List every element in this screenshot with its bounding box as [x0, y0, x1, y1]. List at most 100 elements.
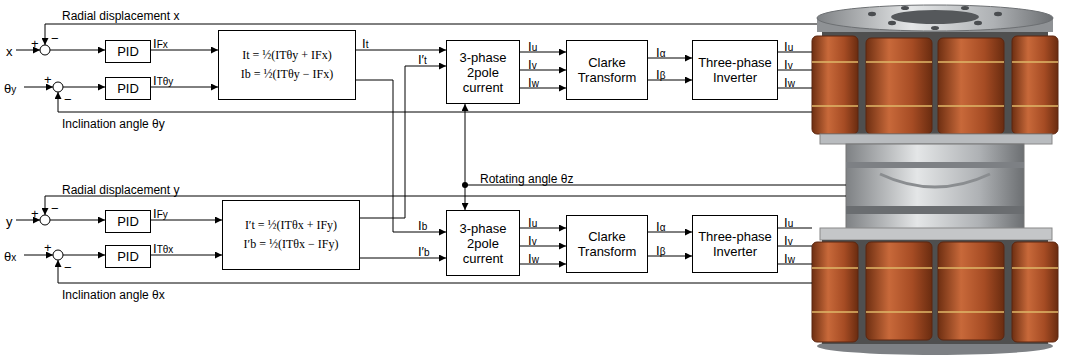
pid-controller: PID	[105, 210, 151, 233]
label-box: +	[31, 204, 39, 222]
impeller-vane	[880, 174, 990, 187]
signal-connector	[520, 246, 566, 247]
coil	[1012, 36, 1058, 134]
bolt-holes	[868, 6, 1002, 30]
signal-connector	[360, 66, 446, 218]
edge-label-box: Iu	[528, 213, 537, 231]
label-box: Iu	[784, 213, 793, 231]
motor-illustration	[812, 5, 1058, 355]
node-text: PID	[110, 249, 146, 264]
coil-stripes	[812, 268, 1058, 312]
pole-tips	[820, 228, 1052, 240]
input-symbol: θx	[4, 250, 16, 265]
bolt-hole	[974, 21, 982, 25]
current-label: Iv	[528, 234, 537, 249]
sign-symbol: −	[51, 202, 59, 216]
signal-connector	[360, 258, 446, 259]
label-box: Iw	[784, 73, 795, 91]
label-box: Iu	[784, 37, 793, 55]
sign-symbol: −	[64, 93, 72, 107]
clarke-transform-block: Clarke Transform	[566, 215, 648, 273]
current-label: Iα	[656, 220, 665, 235]
inverter-block: Three-phase Inverter	[692, 40, 778, 100]
signal-connector	[648, 58, 692, 59]
rotor	[846, 144, 1024, 230]
current-label: It	[362, 37, 368, 52]
summing-junction	[40, 45, 50, 55]
rotating-angle-wire	[465, 185, 466, 210]
bolt-hole	[868, 12, 876, 16]
signal-connector	[356, 50, 446, 51]
node-text: Ib = ½(ITθy − IFx)	[223, 65, 351, 84]
clarke-transform-block: Clarke Transform	[566, 40, 648, 100]
edge-label-box: I′t	[418, 50, 427, 68]
edge-label-box: Iw	[528, 249, 539, 267]
label-box: −	[64, 258, 72, 276]
label-box: x	[6, 42, 13, 60]
current-label: IFy	[153, 207, 168, 222]
inverter-block: Three-phase Inverter	[692, 215, 778, 273]
label-box: +	[44, 238, 52, 256]
sign-symbol: +	[44, 73, 52, 87]
edge-label-box: I′b	[418, 242, 430, 260]
signal-label: Rotating angle θz	[480, 172, 573, 186]
label-box: y	[6, 212, 13, 230]
upper-coils	[812, 36, 1058, 134]
error-wire	[63, 87, 105, 88]
edge-label-box: Iα	[656, 43, 665, 61]
current-label: Iβ	[656, 68, 665, 83]
label-box: −	[64, 90, 72, 108]
signal-wires	[16, 24, 846, 283]
error-wire	[50, 50, 105, 51]
edge-label-box: Iv	[528, 231, 537, 249]
rotor-groove	[846, 206, 1024, 214]
summing-junction	[53, 82, 63, 92]
current-label: Iu	[784, 40, 793, 55]
top-plate	[817, 5, 1053, 31]
coil	[866, 38, 932, 134]
node-text: Three-phase Inverter	[697, 55, 773, 85]
node-text: It = ½(ITθy + IFx)	[223, 46, 351, 65]
signal-connector	[520, 88, 566, 89]
edge-label-box: Iα	[656, 217, 665, 235]
edge-label-box: IFx	[153, 34, 168, 52]
current-label: I′b	[418, 245, 430, 260]
node-text: PID	[110, 44, 146, 59]
signal-label: Inclination angle θx	[62, 288, 165, 302]
label-box: −	[51, 29, 59, 47]
signal-connector	[648, 80, 692, 81]
edge-label-box: Iw	[528, 73, 539, 91]
current-label: I′t	[418, 53, 427, 68]
current-block: 3-phase 2pole current	[446, 40, 520, 104]
node-text: Clarke Transform	[571, 229, 643, 259]
current-block: 3-phase 2pole current	[446, 210, 520, 276]
edge-label-box: Ib	[418, 216, 427, 234]
node-text: 3-phase 2pole current	[451, 221, 515, 266]
signal-connector	[648, 232, 692, 233]
signal-label: Inclination angle θy	[62, 117, 165, 131]
signal-label: Radial displacement y	[62, 183, 179, 197]
sign-symbol: +	[31, 207, 39, 221]
node-text: PID	[110, 81, 146, 96]
coil	[866, 242, 932, 340]
center-hole	[891, 10, 979, 24]
equation-box: I′t = ½(ITθx + IFy)I′b = ½(ITθx − IFy)	[222, 200, 360, 270]
bolt-hole	[994, 12, 1002, 16]
current-label: Iu	[784, 216, 793, 231]
label-box: Inclination angle θy	[62, 114, 165, 132]
signal-connector	[356, 80, 446, 232]
current-label: Iw	[528, 76, 539, 91]
current-label: Iv	[784, 58, 793, 73]
sign-symbol: −	[51, 32, 59, 46]
summing-junctions	[40, 45, 63, 260]
input-symbol: θy	[4, 82, 16, 97]
rotor-band	[846, 162, 1024, 168]
input-symbol: x	[6, 45, 13, 60]
coil	[938, 242, 1004, 340]
current-label: Iv	[528, 58, 537, 73]
label-box: Iv	[784, 231, 793, 249]
signal-connector	[648, 256, 692, 257]
current-label: Iw	[784, 252, 795, 267]
